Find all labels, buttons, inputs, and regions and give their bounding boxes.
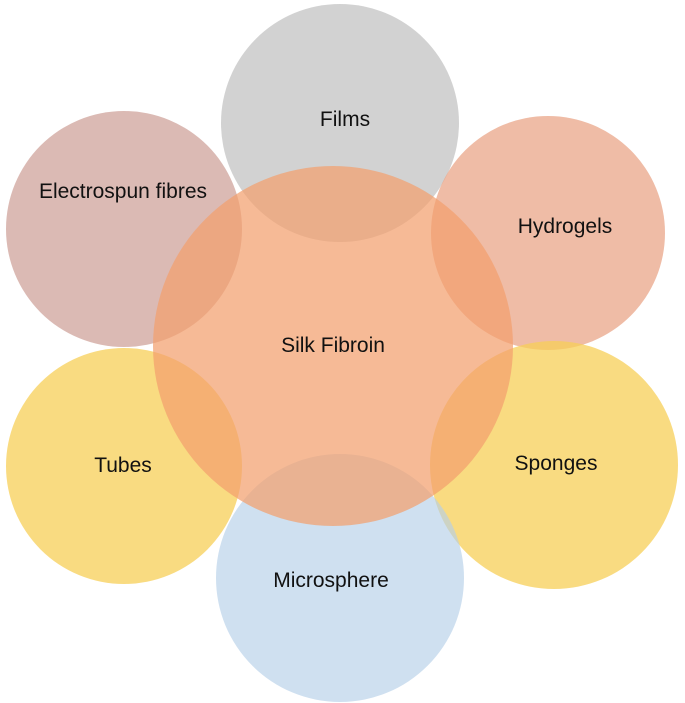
microsphere-label: Microsphere	[273, 569, 389, 592]
silk-fibroin-circle	[153, 166, 513, 526]
hydrogels-label: Hydrogels	[518, 215, 613, 238]
sponges-label: Sponges	[515, 452, 598, 475]
electrospun-label: Electrospun fibres	[39, 180, 207, 203]
films-label: Films	[320, 108, 370, 131]
silk-fibroin-label: Silk Fibroin	[281, 334, 385, 357]
tubes-label: Tubes	[94, 454, 152, 477]
labels: Silk Fibroin Films Hydrogels Sponges Mic…	[39, 108, 612, 592]
